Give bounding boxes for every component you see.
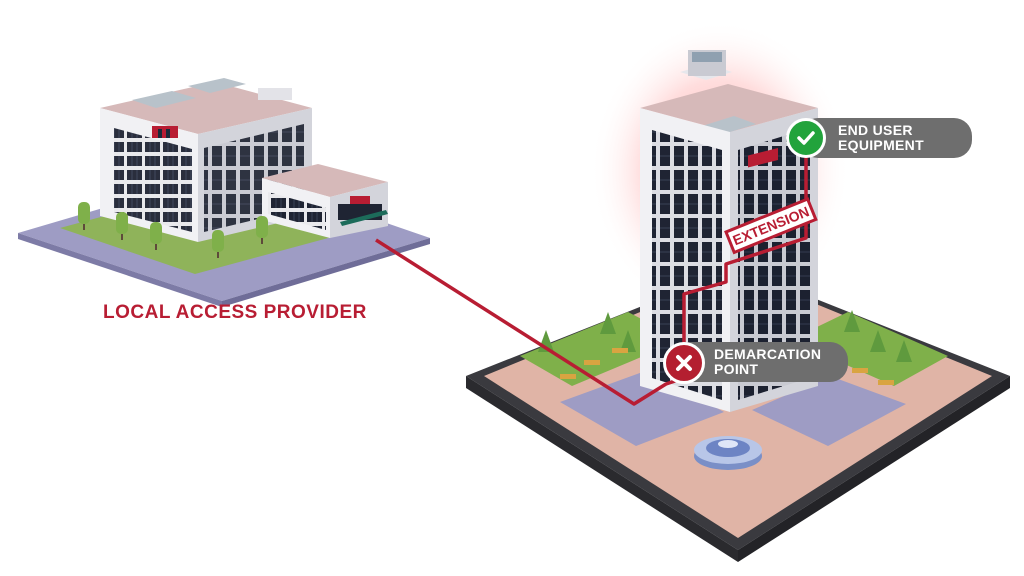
end-user-equipment-callout: END USER EQUIPMENT <box>800 118 972 158</box>
end-user-line2: EQUIPMENT <box>838 137 924 153</box>
tower-roof <box>640 84 818 132</box>
plaza-trees <box>538 310 912 362</box>
local-access-provider-label: LOCAL ACCESS PROVIDER <box>103 302 367 323</box>
local-access-provider-building <box>18 78 430 307</box>
fountain <box>694 436 762 470</box>
x-icon <box>663 342 705 384</box>
demarcation-line1: DEMARCATION <box>714 346 822 362</box>
check-icon <box>786 118 826 158</box>
provider-logo <box>152 126 178 138</box>
provider-annex-roof <box>262 164 388 197</box>
end-user-line1: END USER <box>838 122 913 138</box>
demarcation-line2: POINT <box>714 361 759 377</box>
end-user-tower <box>590 20 850 412</box>
tower-logo <box>748 148 778 168</box>
plaza-benches <box>560 348 894 385</box>
provider-trees <box>78 202 268 252</box>
